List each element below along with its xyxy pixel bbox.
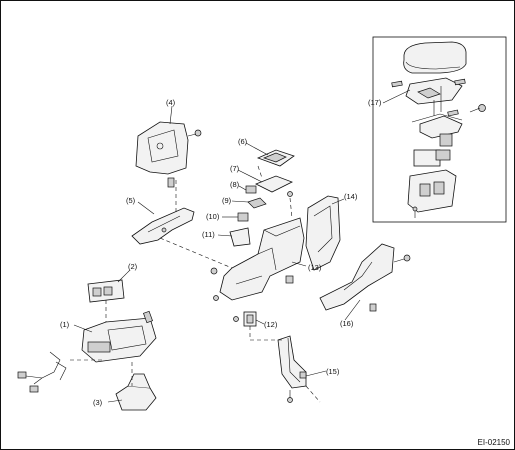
callout-12: (12) (264, 320, 278, 329)
part-3-boot (115, 373, 157, 411)
part-12-clip (233, 311, 257, 327)
part-4-bracket (135, 121, 202, 188)
part-14-side-panel (305, 195, 341, 271)
figure-id: EI-02150 (478, 438, 511, 447)
part-9 (247, 197, 267, 209)
part-1-shift-panel (81, 310, 157, 363)
part-7-mat (255, 175, 293, 193)
callout-15: (15) (326, 367, 340, 376)
leader-lines (73, 89, 411, 403)
callout-10: (10) (206, 212, 220, 221)
armrest-detail-box (372, 36, 507, 223)
callout-3: (3) (93, 398, 103, 407)
callout-7: (7) (230, 164, 240, 173)
callout-1: (1) (60, 320, 70, 329)
part-8 (245, 185, 257, 194)
part-6-tray (256, 149, 295, 167)
screw (287, 191, 293, 197)
part-10 (237, 212, 249, 222)
callout-11: (11) (202, 230, 215, 239)
part-11 (229, 227, 251, 247)
callout-8: (8) (230, 180, 240, 189)
wiring-harness (17, 351, 67, 393)
part-13-console-body (210, 217, 305, 301)
callout-9: (9) (222, 196, 232, 205)
callout-13: (13) (308, 263, 322, 272)
callout-14: (14) (344, 192, 358, 201)
part-15-bracket (277, 335, 307, 403)
part-16-side-trim (319, 243, 411, 312)
alignment-lines (70, 165, 321, 403)
callout-17: (17) (368, 98, 382, 107)
callout-6: (6) (238, 137, 248, 146)
callout-2: (2) (128, 262, 138, 271)
callout-4: (4) (166, 98, 176, 107)
callout-16: (16) (340, 319, 354, 328)
part-5-trim (131, 207, 195, 245)
callout-5: (5) (126, 196, 136, 205)
armrest-assembly (391, 41, 486, 218)
part-2-switch-panel (87, 279, 125, 303)
